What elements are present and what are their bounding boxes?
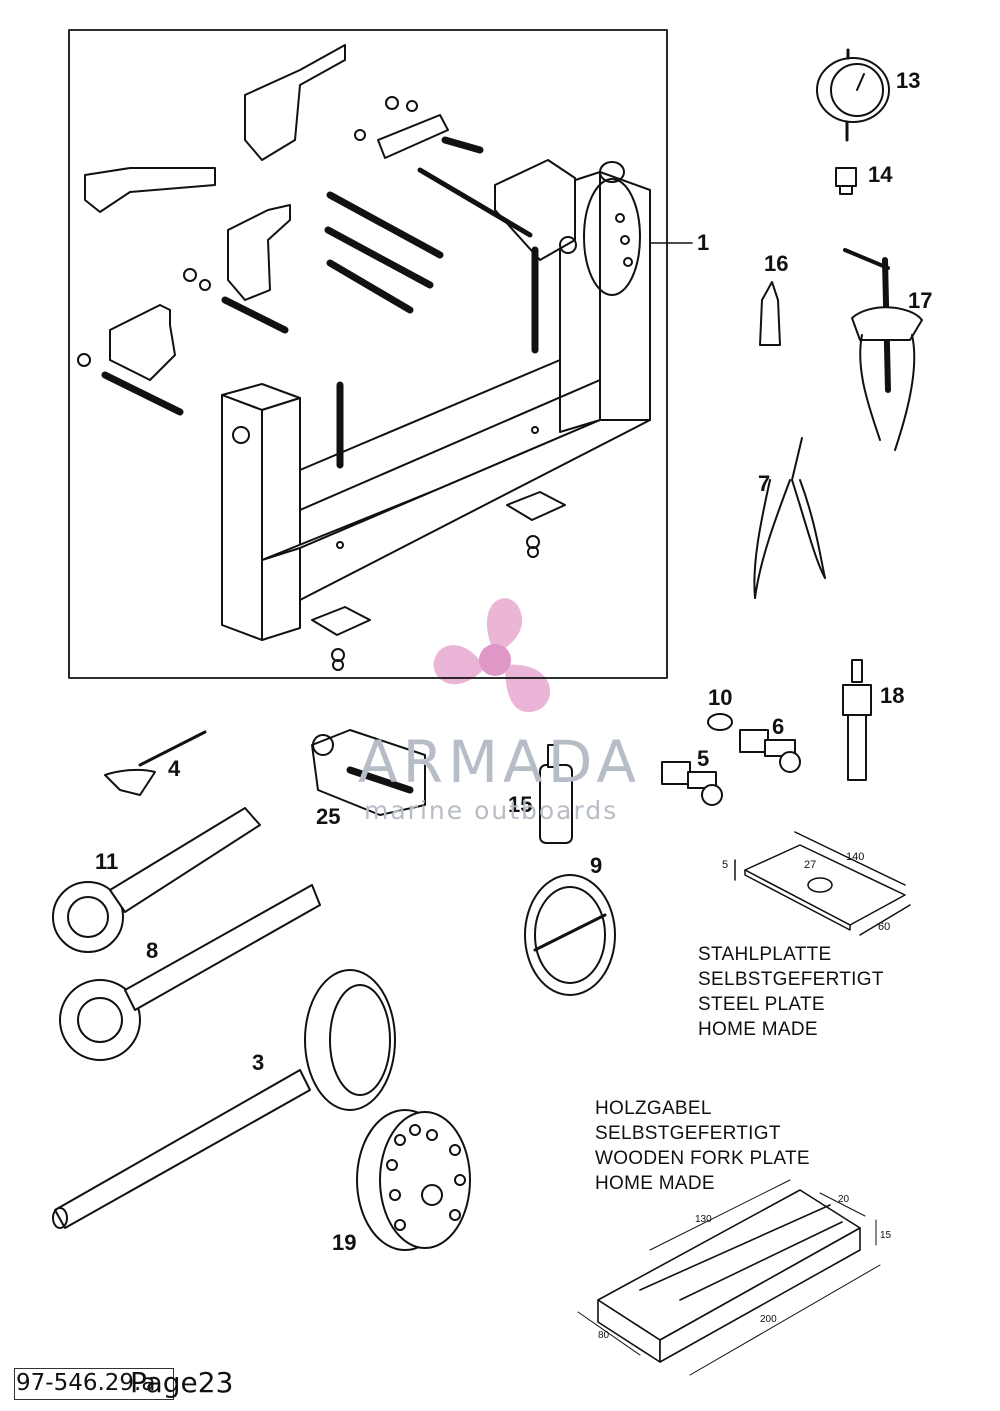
steel-dim-hole: 27 (804, 859, 816, 871)
loctite-bottle-icon (759, 281, 781, 346)
engine-stand-icon (77, 44, 651, 671)
callout-25: 25 (316, 804, 341, 829)
armada-logo-icon (433, 598, 551, 713)
steel-note-line-1: STAHLPLATTE (698, 944, 832, 965)
callout-14: 14 (868, 162, 893, 187)
circlip-pliers-icon (753, 437, 826, 599)
wooden-fork-icon (577, 1179, 881, 1376)
wood-dim-length: 200 (760, 1314, 777, 1325)
steel-dim-thickness: 5 (722, 859, 728, 871)
slide-hammer-icon (842, 659, 872, 781)
wood-note-line-1: HOLZGABEL (595, 1098, 712, 1119)
gauge-adapter-icon (835, 167, 857, 195)
callout-10: 10 (708, 685, 733, 710)
callout-4: 4 (168, 756, 181, 781)
callout-15: 15 (508, 792, 533, 817)
callout-1: 1 (697, 230, 710, 255)
steel-note-line-2: SELBSTGEFERTIGT (698, 969, 884, 990)
feeler-tool-icon (104, 730, 207, 796)
dial-gauge-icon (816, 48, 890, 142)
wood-dim-arm: 20 (838, 1194, 850, 1205)
wood-note-line-4: HOME MADE (595, 1173, 715, 1194)
wood-dim-slot: 130 (695, 1214, 712, 1225)
holding-wrench-11-icon (52, 807, 261, 953)
callout-9: 9 (590, 853, 603, 878)
watermark-subtitle: marine outboards (364, 796, 619, 825)
flywheel-puller-icon (356, 1109, 471, 1251)
stand-kit-frame (68, 29, 668, 679)
press-tool-6-icon (739, 729, 801, 773)
watermark-title: ARMADA (358, 728, 642, 796)
callout-7: 7 (758, 471, 771, 496)
holding-wrench-8-icon (59, 884, 321, 1061)
bushing-icon (707, 713, 733, 731)
wood-dim-width: 80 (598, 1330, 610, 1341)
steel-note-line-4: HOME MADE (698, 1019, 818, 1040)
callout-3: 3 (252, 1050, 265, 1075)
lubricant-bottle-icon (539, 744, 573, 844)
footer-page: Page23 (130, 1366, 234, 1399)
callout-13: 13 (896, 68, 921, 93)
callout-8: 8 (146, 938, 159, 963)
callout-18: 18 (880, 683, 905, 708)
callout-17: 17 (908, 288, 933, 313)
bearing-puller-icon (843, 248, 923, 451)
press-tool-5-icon (661, 761, 723, 806)
wooden-fork-note: HOLZGABEL SELBSTGEFERTIGT WOODEN FORK PL… (595, 1096, 810, 1196)
steel-note-line-3: STEEL PLATE (698, 994, 825, 1015)
callout-16: 16 (764, 251, 789, 276)
steel-dim-length: 140 (846, 851, 864, 863)
callout-6: 6 (772, 714, 785, 739)
degree-disc-icon (524, 874, 616, 996)
wood-dim-height: 15 (880, 1230, 892, 1241)
steel-plate-note: STAHLPLATTE SELBSTGEFERTIGT STEEL PLATE … (698, 942, 884, 1042)
callout-19: 19 (332, 1230, 357, 1255)
press-fixture-icon (311, 729, 426, 816)
callout-5: 5 (697, 746, 710, 771)
clutch-holder-icon (52, 969, 396, 1229)
wood-note-line-2: SELBSTGEFERTIGT (595, 1123, 781, 1144)
steel-plate-icon (734, 831, 911, 936)
callout-11: 11 (95, 849, 119, 874)
footer-code: 97-546.29.a (16, 1370, 156, 1396)
footer-box (14, 1368, 174, 1400)
steel-dim-width: 60 (878, 921, 890, 933)
wood-note-line-3: WOODEN FORK PLATE (595, 1148, 810, 1169)
